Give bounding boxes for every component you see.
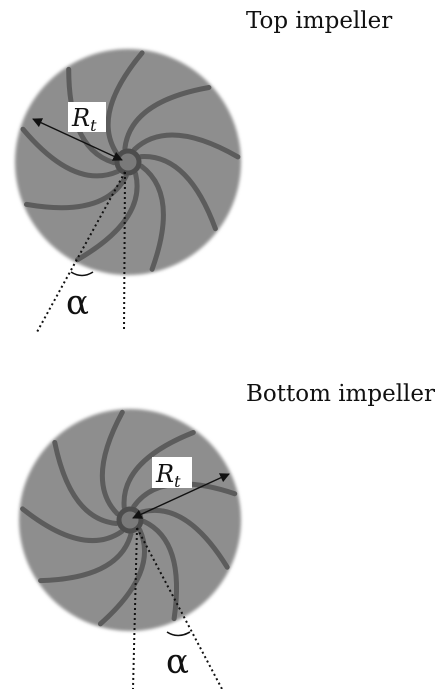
top-angle-line-left xyxy=(36,171,126,333)
top-radius-subscript: t xyxy=(90,116,97,135)
bottom-radius-subscript: t xyxy=(174,472,181,491)
bottom-radius-arrow xyxy=(132,473,230,519)
top-angle-arc xyxy=(70,271,94,277)
top-impeller-blade xyxy=(122,85,212,151)
top-impeller: Rt α xyxy=(15,49,241,333)
bottom-radius-label: Rt xyxy=(155,460,181,491)
top-impeller-blade xyxy=(138,154,218,232)
bottom-impeller-blade xyxy=(20,506,125,544)
top-angle-label: α xyxy=(66,283,89,323)
top-impeller-blade xyxy=(131,132,241,160)
top-impeller-hub xyxy=(114,148,142,176)
bottom-impeller-blade xyxy=(97,527,147,627)
bottom-impeller-blade xyxy=(52,440,119,526)
top-radius-label-bg xyxy=(68,102,106,132)
bottom-impeller-blade xyxy=(121,430,196,510)
bottom-impeller-caption: Bottom impeller xyxy=(246,381,436,407)
bottom-impeller-blade xyxy=(141,518,179,622)
top-angle-line-right xyxy=(123,171,126,333)
top-impeller-blade xyxy=(75,171,140,263)
bottom-angle-arc xyxy=(166,631,191,637)
top-radius-label: Rt xyxy=(71,104,97,135)
bottom-angle-line-left xyxy=(132,527,138,690)
bottom-angle-label: α xyxy=(166,642,189,682)
top-impeller-caption: Top impeller xyxy=(246,8,393,34)
top-impeller-blade xyxy=(138,163,166,272)
bottom-angle-line-right xyxy=(136,527,223,690)
bottom-impeller-blade xyxy=(38,531,134,584)
bottom-impeller-blade xyxy=(99,409,125,517)
bottom-radius-label-bg xyxy=(152,457,192,488)
bottom-impeller-blades xyxy=(20,409,238,627)
top-impeller-blade xyxy=(24,173,129,211)
top-radius-arrow xyxy=(32,118,123,161)
bottom-impeller: Rt α xyxy=(19,409,241,690)
